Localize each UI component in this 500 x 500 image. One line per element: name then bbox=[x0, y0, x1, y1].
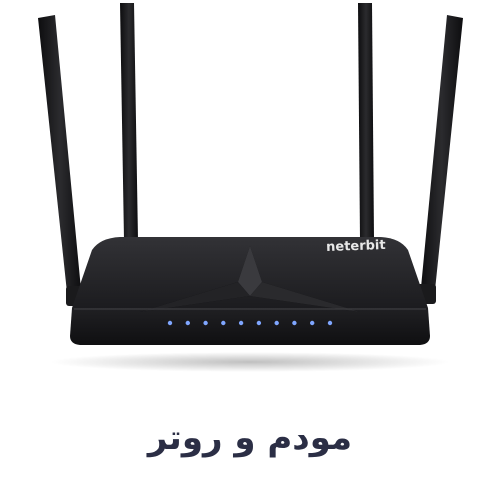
product-category-title[interactable]: مودم و روتر bbox=[147, 418, 353, 458]
led-indicator bbox=[292, 320, 297, 326]
router-star-detail bbox=[140, 246, 360, 312]
led-indicator bbox=[221, 320, 226, 326]
brand-logo: neterbit bbox=[326, 238, 386, 255]
antenna-rear-right bbox=[358, 3, 374, 240]
antenna-front-left bbox=[38, 15, 86, 306]
router-image: neterbit bbox=[38, 3, 463, 372]
led-indicator bbox=[167, 320, 173, 326]
router-shadow bbox=[50, 352, 450, 372]
antenna-rear-left bbox=[120, 3, 138, 240]
router-front-face bbox=[70, 308, 430, 345]
led-indicator bbox=[310, 320, 315, 326]
led-indicator bbox=[238, 320, 244, 326]
antenna-front-right bbox=[416, 15, 463, 304]
led-indicator bbox=[185, 320, 190, 326]
led-indicator bbox=[256, 320, 262, 326]
led-indicator bbox=[274, 320, 279, 326]
led-indicator bbox=[327, 320, 333, 326]
led-indicator-row bbox=[167, 320, 333, 326]
led-indicator bbox=[203, 320, 208, 326]
